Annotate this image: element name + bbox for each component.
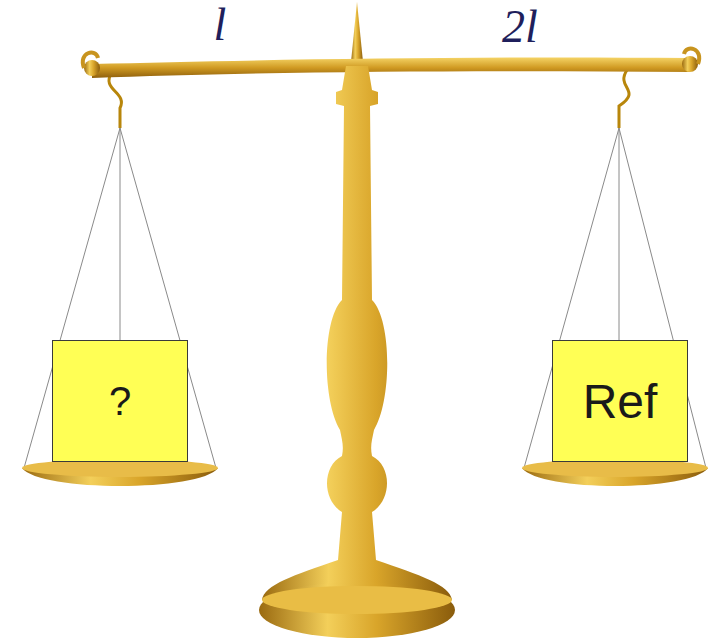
box-label: ? [109, 379, 131, 424]
base [259, 582, 455, 638]
base-top [262, 586, 452, 614]
post [262, 66, 452, 600]
beam [92, 57, 690, 78]
arm-length: 2l [502, 4, 538, 50]
beam-curl [684, 49, 699, 64]
box-label: Ref [583, 374, 658, 429]
weight-box: ? [52, 340, 188, 462]
beam-end [84, 60, 100, 76]
beam-end [682, 56, 698, 72]
top-spike [351, 2, 363, 62]
weight-box: Ref [552, 340, 688, 462]
beam-curl [83, 53, 98, 68]
arm-length: l [214, 2, 227, 48]
